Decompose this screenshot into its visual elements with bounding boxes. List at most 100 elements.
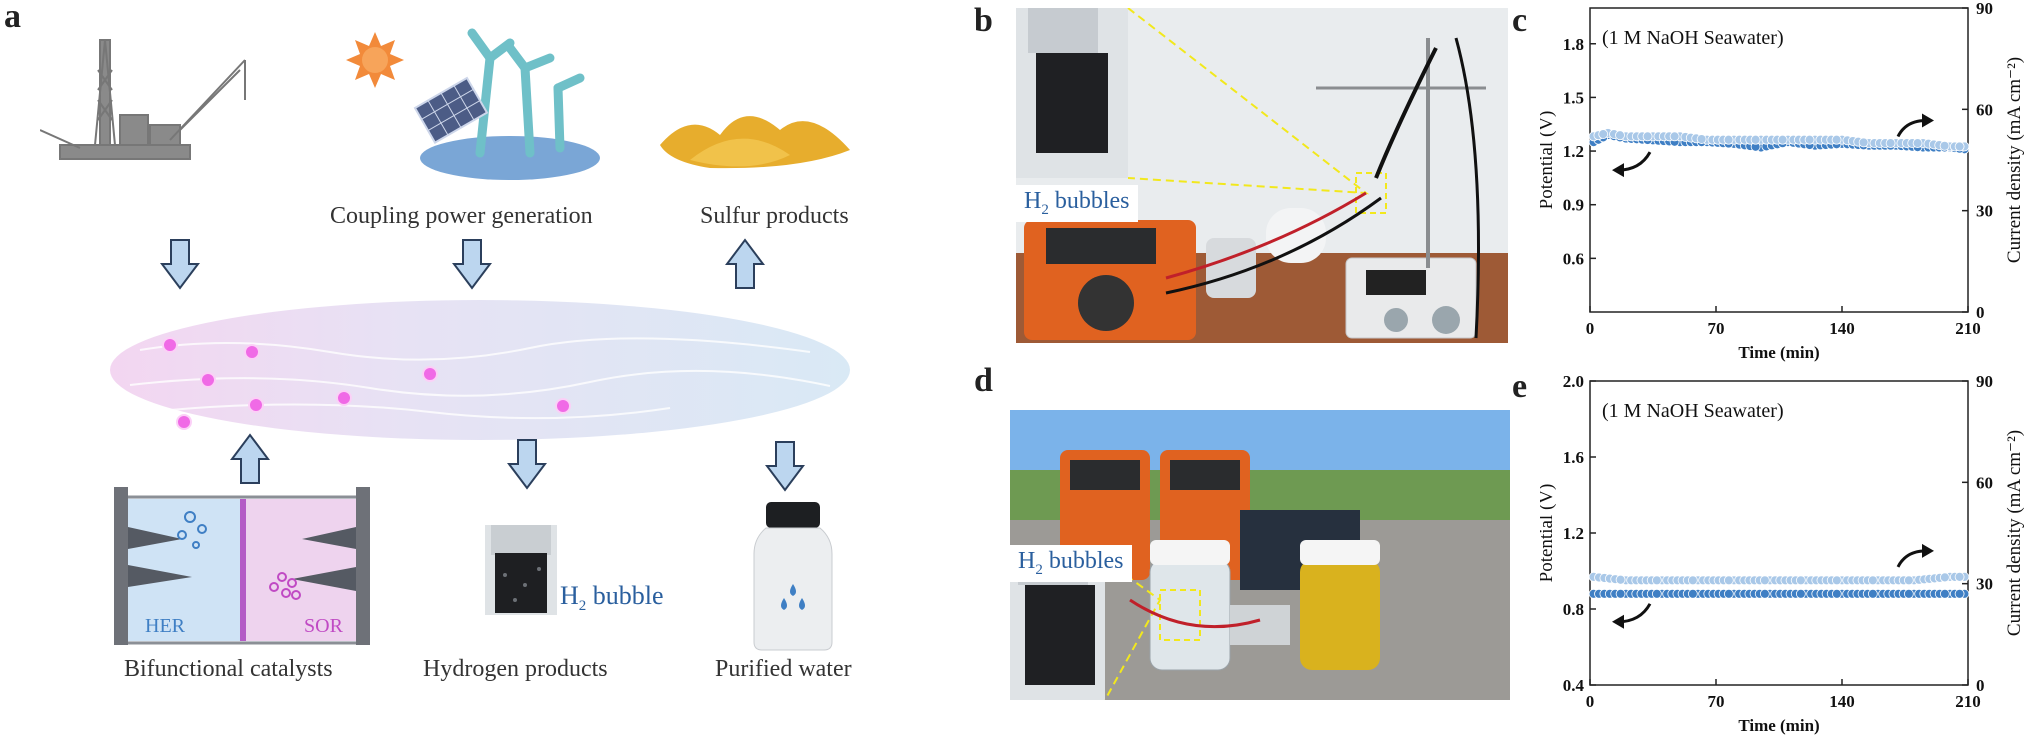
y2-tick-label: 30 — [1976, 575, 1993, 594]
x-tick-label: 0 — [1586, 319, 1595, 338]
data-point — [1723, 134, 1734, 145]
panel-letter-c: c — [1512, 2, 1528, 39]
data-point — [1759, 575, 1770, 586]
experimental-setup-photo — [1016, 8, 1508, 343]
panel-letter-d: d — [974, 362, 993, 399]
y-tick-label: 1.8 — [1563, 35, 1584, 54]
data-point — [1954, 588, 1965, 599]
data-point — [1858, 137, 1869, 148]
y-tick-label: 0.8 — [1563, 600, 1584, 619]
data-point — [1750, 134, 1761, 145]
data-point — [1885, 138, 1896, 149]
data-point — [1687, 575, 1698, 586]
data-point — [1687, 588, 1698, 599]
left-axis-arrow-head — [1612, 163, 1624, 178]
data-point — [1651, 588, 1662, 599]
y-tick-label: 0.4 — [1563, 676, 1585, 695]
wind-solar-illustration — [413, 28, 600, 180]
data-point — [1912, 138, 1923, 149]
sun-icon — [346, 32, 404, 88]
sor-label: SOR — [304, 615, 343, 637]
panel-letter-e: e — [1512, 368, 1528, 405]
caption-hydrogen-products: Hydrogen products — [423, 656, 608, 682]
data-point — [1954, 141, 1965, 152]
y2-tick-label: 90 — [1976, 0, 1993, 18]
x-tick-label: 0 — [1586, 692, 1595, 711]
data-point — [1615, 574, 1626, 585]
data-point — [1669, 131, 1680, 142]
data-point — [1867, 588, 1878, 599]
y2-tick-label: 60 — [1976, 100, 1993, 119]
data-point — [1651, 575, 1662, 586]
y-axis-label: Potential (V) — [1540, 484, 1557, 583]
outdoor-setup-photo — [1010, 410, 1510, 700]
data-point — [1831, 575, 1842, 586]
y2-tick-label: 0 — [1976, 303, 1985, 322]
y-tick-label: 2.0 — [1563, 373, 1584, 391]
right-axis-arrow — [1896, 118, 1927, 138]
electrolyzer-illustration: HER SOR — [112, 487, 372, 645]
arrow-up-icon — [230, 433, 270, 484]
y2-tick-label: 60 — [1976, 473, 1993, 492]
data-point — [1696, 134, 1707, 144]
right-axis-arrow-head — [1922, 543, 1934, 558]
y2-tick-label: 30 — [1976, 202, 1993, 221]
oil-rig-illustration — [40, 39, 246, 160]
data-point — [1804, 134, 1815, 145]
sulfur-piles-illustration — [660, 116, 850, 169]
x-tick-label: 140 — [1829, 319, 1855, 338]
caption-bifunctional-catalysts: Bifunctional catalysts — [124, 656, 333, 682]
data-point — [1795, 588, 1806, 599]
y2-tick-label: 0 — [1976, 676, 1985, 695]
panel-letter-a: a — [4, 0, 21, 35]
data-point — [1903, 575, 1914, 586]
data-point — [1939, 572, 1950, 583]
data-point — [1831, 588, 1842, 599]
chart-annotation: (1 M NaOH Seawater) — [1602, 27, 1784, 49]
data-point — [1598, 129, 1609, 140]
right-axis-arrow — [1896, 549, 1927, 568]
y-tick-label: 1.5 — [1563, 88, 1584, 107]
y2-axis-label: Current density (mA cm⁻²) — [2004, 57, 2025, 263]
arrow-down-icon — [452, 239, 492, 290]
data-point — [1723, 588, 1734, 599]
plot-frame — [1589, 380, 1969, 686]
right-axis-arrow-head — [1922, 113, 1934, 128]
y-tick-label: 1.2 — [1563, 524, 1584, 543]
plot-frame — [1589, 7, 1969, 313]
data-point — [1615, 130, 1625, 141]
h2-bubbles-label-d: H2 bubbles — [1010, 545, 1132, 582]
data-point — [1723, 575, 1734, 586]
x-axis-label: Time (min) — [1738, 716, 1819, 735]
x-axis-label: Time (min) — [1738, 343, 1819, 362]
x-tick-label: 210 — [1955, 692, 1981, 711]
y2-axis-label: Current density (mA cm⁻²) — [2004, 430, 2025, 636]
data-point — [1795, 575, 1806, 586]
pollutant-bubbles — [162, 337, 571, 430]
seawater-illustration — [110, 300, 850, 440]
panel-letter-b: b — [974, 2, 993, 39]
left-axis-arrow-head — [1612, 614, 1624, 629]
data-point — [1777, 134, 1788, 145]
h2-bubbles-label-b: H2 bubbles — [1016, 185, 1138, 222]
y-tick-label: 0.6 — [1563, 249, 1584, 268]
y-tick-label: 0.9 — [1563, 196, 1584, 215]
x-tick-label: 70 — [1708, 319, 1725, 338]
data-point — [1939, 588, 1950, 599]
h2-bubble-label: H2 bubble — [560, 581, 664, 615]
x-tick-label: 140 — [1829, 692, 1855, 711]
water-bottle-illustration — [753, 502, 833, 651]
data-point — [1867, 575, 1878, 586]
data-point — [1954, 572, 1965, 582]
data-point — [1831, 134, 1842, 145]
y-tick-label: 1.2 — [1563, 142, 1584, 161]
arrow-down-icon — [160, 239, 200, 290]
data-point — [1615, 588, 1626, 599]
caption-sulfur-products: Sulfur products — [700, 203, 849, 229]
y-axis-label: Potential (V) — [1540, 111, 1557, 210]
data-point — [1939, 140, 1950, 151]
x-tick-label: 210 — [1955, 319, 1981, 338]
y-tick-label: 1.6 — [1563, 448, 1584, 467]
